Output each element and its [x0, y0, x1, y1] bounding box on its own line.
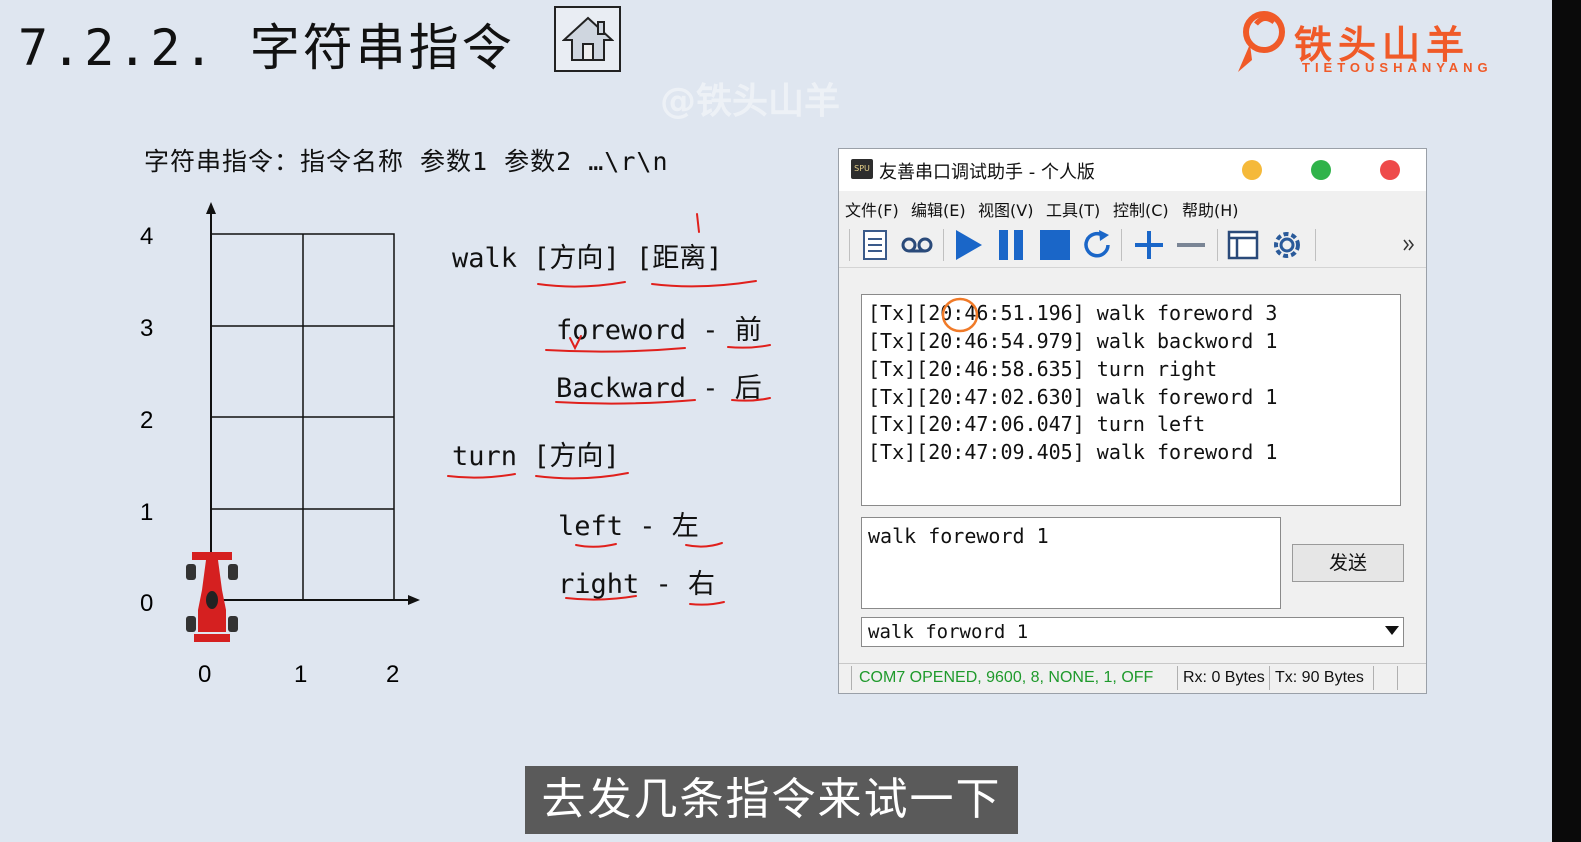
send-button[interactable]: 发送: [1292, 544, 1404, 582]
x-label-1: 1: [294, 661, 307, 688]
status-separator: [1269, 666, 1270, 690]
toolbar-separator: [1315, 229, 1316, 261]
serial-assistant-window: SPU 友善串口调试助手 - 个人版 文件(F) 编辑(E) 视图(V) 工具(…: [838, 148, 1427, 694]
watermark: @铁头山羊: [660, 81, 841, 122]
syntax-line: 字符串指令：指令名称 参数1 参数2 …\r\n: [144, 147, 669, 176]
log-line: [Tx][20:47:06.047] turn left: [868, 412, 1206, 436]
menu-edit[interactable]: 编辑(E): [911, 201, 966, 220]
home-button[interactable]: [554, 6, 621, 72]
window-title: 友善串口调试助手 - 个人版: [879, 162, 1095, 183]
cmd-walk: walk [方向] [距离]: [452, 243, 723, 274]
goat-logo-icon: [1238, 11, 1285, 72]
send-text-area[interactable]: walk foreword 1: [861, 517, 1281, 609]
menu-bar: 文件(F) 编辑(E) 视图(V) 工具(T) 控制(C) 帮助(H): [839, 193, 1426, 221]
x-label-2: 2: [386, 661, 399, 688]
maximize-button[interactable]: [1311, 160, 1331, 180]
log-line: [Tx][20:46:51.196] walk foreword 3: [868, 301, 1278, 325]
send-history-value: walk forword 1: [868, 621, 1029, 643]
toolbar: [839, 223, 1426, 268]
status-bar: COM7 OPENED, 9600, 8, NONE, 1, OFF Rx: 0…: [839, 663, 1426, 694]
status-separator: [1397, 666, 1398, 690]
rx-count: Rx: 0 Bytes: [1183, 669, 1265, 686]
y-label-4: 4: [140, 223, 153, 250]
plus-icon[interactable]: [1131, 227, 1167, 263]
toolbar-separator: [849, 229, 850, 261]
toolbar-separator: [943, 229, 944, 261]
document-icon[interactable]: [857, 227, 893, 263]
stop-icon[interactable]: [1037, 227, 1073, 263]
receive-log[interactable]: [Tx][20:46:51.196] walk foreword 3 [Tx][…: [861, 294, 1401, 506]
y-label-1: 1: [140, 499, 153, 526]
send-history-dropdown[interactable]: walk forword 1: [861, 617, 1404, 647]
cmd-backward: Backward - 后: [556, 373, 762, 404]
toolbar-separator: [1121, 229, 1122, 261]
y-label-0: 0: [140, 590, 153, 617]
play-icon[interactable]: [951, 227, 987, 263]
gear-icon[interactable]: [1269, 227, 1305, 263]
status-separator: [851, 666, 852, 690]
refresh-icon[interactable]: [1079, 227, 1115, 263]
chevron-down-icon[interactable]: [1385, 626, 1399, 635]
menu-tools[interactable]: 工具(T): [1046, 201, 1101, 220]
video-subtitle: 去发几条指令来试一下: [525, 766, 1018, 834]
slide-title: 7.2.2. 字符串指令: [18, 19, 515, 77]
log-line: [Tx][20:47:02.630] walk foreword 1: [868, 385, 1278, 409]
port-status: COM7 OPENED, 9600, 8, NONE, 1, OFF: [859, 669, 1154, 686]
minus-icon[interactable]: [1173, 227, 1209, 263]
x-label-0: 0: [198, 661, 211, 688]
status-separator: [1177, 666, 1178, 690]
close-button[interactable]: [1380, 160, 1400, 180]
pause-icon[interactable]: [993, 227, 1029, 263]
cmd-right: right - 右: [558, 569, 716, 600]
tx-count: Tx: 90 Bytes: [1275, 669, 1364, 686]
menu-view[interactable]: 视图(V): [978, 201, 1034, 220]
menu-help[interactable]: 帮助(H): [1182, 201, 1239, 220]
window-titlebar[interactable]: SPU 友善串口调试助手 - 个人版: [839, 149, 1426, 191]
right-edge-strip: [1552, 0, 1581, 842]
app-icon: SPU: [851, 159, 873, 179]
annotation-circle: [941, 297, 979, 333]
home-icon: [561, 16, 614, 61]
toolbar-overflow-icon[interactable]: [1399, 227, 1419, 263]
cmd-foreword: foreword - 前: [556, 315, 762, 346]
toolbar-separator: [1217, 229, 1218, 261]
menu-control[interactable]: 控制(C): [1113, 201, 1169, 220]
brand-logo: 铁头山羊 TIETOUSHANYANG: [1234, 10, 1534, 80]
log-line: [Tx][20:46:54.979] walk backword 1: [868, 329, 1278, 353]
logo-subtitle: TIETOUSHANYANG: [1302, 60, 1493, 75]
window-icon[interactable]: [1225, 227, 1261, 263]
cmd-turn: turn [方向]: [452, 441, 620, 472]
record-icon[interactable]: [899, 227, 935, 263]
log-line: [Tx][20:46:58.635] turn right: [868, 357, 1218, 381]
log-line: [Tx][20:47:09.405] walk foreword 1: [868, 440, 1278, 464]
minimize-button[interactable]: [1242, 160, 1262, 180]
y-label-2: 2: [140, 407, 153, 434]
status-separator: [1373, 666, 1374, 690]
race-car-icon: [186, 552, 238, 642]
coordinate-grid: 4 3 2 1 0 0 1 2: [140, 202, 420, 688]
logo-text: 铁头山羊: [1294, 23, 1471, 67]
y-label-3: 3: [140, 315, 153, 342]
cmd-left: left - 左: [558, 511, 699, 542]
menu-file[interactable]: 文件(F): [845, 201, 899, 220]
